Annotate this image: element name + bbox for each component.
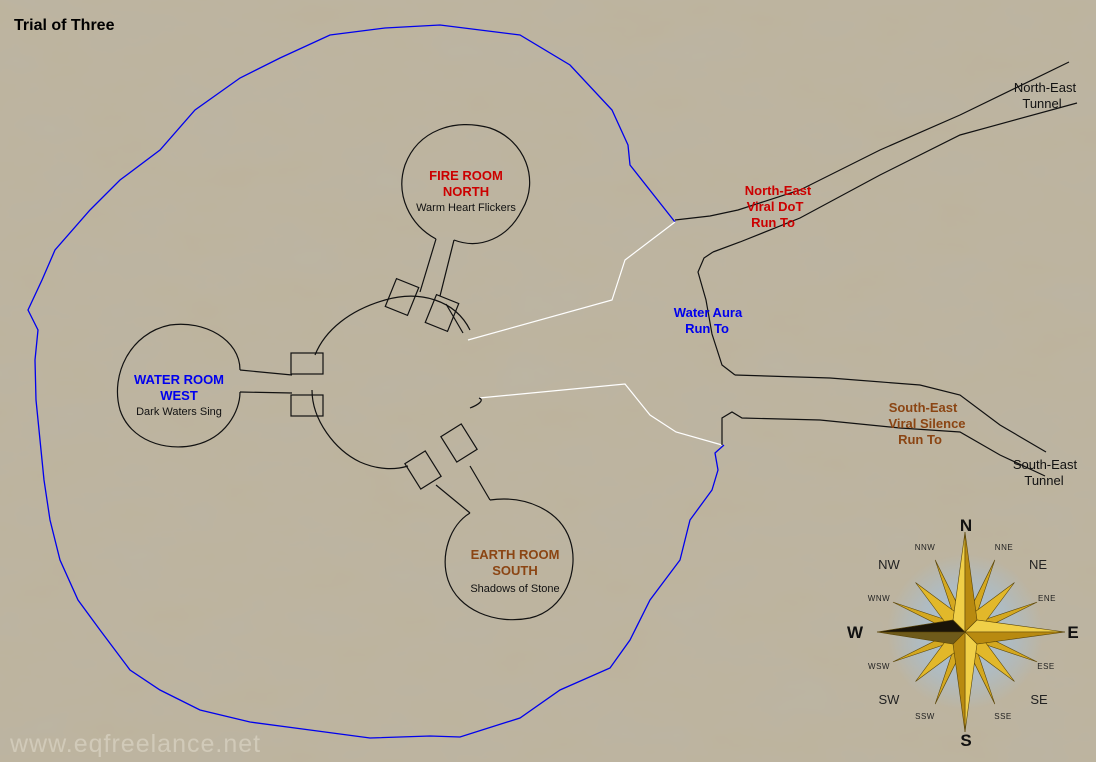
northeast-marker-line3: Run To: [751, 215, 795, 230]
northeast-marker-line2: Viral DoT: [747, 199, 804, 214]
compass-nne: NNE: [995, 543, 1013, 552]
water-room-subtitle: Dark Waters Sing: [136, 406, 222, 418]
path-north: [467, 221, 676, 341]
compass-sw: SW: [879, 692, 901, 707]
room-walls: [116, 124, 574, 621]
northeast-tunnel-label: North-East Tunnel: [1014, 80, 1077, 111]
compass-wsw: WSW: [868, 662, 890, 671]
compass-e: E: [1067, 623, 1078, 642]
northeast-marker: North-East Viral DoT Run To: [745, 183, 812, 230]
earth-room-label: EARTH ROOM SOUTH Shadows of Stone: [470, 547, 559, 595]
southeast-marker-line2: Viral Silence: [888, 416, 965, 431]
fire-room-wall: [401, 124, 531, 245]
earth-room-title-2: SOUTH: [492, 563, 538, 578]
door-fire-right: [424, 293, 460, 333]
southeast-marker-line3: Run To: [898, 432, 942, 447]
compass-nw: NW: [878, 557, 900, 572]
southeast-tunnel-line1: South-East: [1013, 457, 1078, 472]
earth-room-title: EARTH ROOM: [471, 547, 560, 562]
water-room-title-2: WEST: [160, 388, 198, 403]
watermark: www.eqfreelance.net: [9, 730, 261, 758]
compass-se: SE: [1030, 692, 1048, 707]
northeast-tunnel-line2: Tunnel: [1022, 96, 1061, 111]
northeast-tunnel-line1: North-East: [1014, 80, 1077, 95]
earth-room-subtitle: Shadows of Stone: [470, 583, 559, 595]
fire-room-subtitle: Warm Heart Flickers: [416, 202, 516, 214]
compass-wnw: WNW: [868, 594, 890, 603]
compass-n: N: [960, 516, 972, 535]
southeast-marker-line1: South-East: [889, 400, 958, 415]
water-aura-line1: Water Aura: [674, 305, 743, 320]
compass-ne: NE: [1029, 557, 1047, 572]
water-room-label: WATER ROOM WEST Dark Waters Sing: [134, 372, 224, 418]
compass-ssw: SSW: [915, 712, 935, 721]
compass-nnw: NNW: [915, 543, 936, 552]
compass-ene: ENE: [1038, 594, 1056, 603]
compass-star-icon: [876, 531, 1066, 733]
water-aura-marker: Water Aura Run To: [674, 305, 743, 336]
map-title: Trial of Three: [14, 17, 115, 34]
central-hub: [311, 295, 482, 470]
door-fire-left: [384, 277, 420, 317]
southeast-tunnel-line2: Tunnel: [1024, 473, 1063, 488]
water-room-wall: [116, 323, 241, 448]
door-earth-right: [440, 423, 478, 463]
fire-room-title-2: NORTH: [443, 184, 489, 199]
compass-sse: SSE: [994, 712, 1012, 721]
door-earth-left: [404, 450, 442, 490]
zone-boundary: [27, 24, 725, 739]
door-water-top: [290, 352, 324, 375]
compass-rose: N S E W NE NW SE SW NNE NNW ENE WNW ESE …: [847, 516, 1079, 750]
path-south: [478, 383, 723, 446]
compass-ese: ESE: [1037, 662, 1055, 671]
northeast-marker-line1: North-East: [745, 183, 812, 198]
earth-room-wall: [444, 498, 574, 621]
water-aura-line2: Run To: [685, 321, 729, 336]
southeast-marker: South-East Viral Silence Run To: [888, 400, 965, 447]
fire-room-label: FIRE ROOM NORTH Warm Heart Flickers: [416, 168, 516, 214]
southeast-tunnel-label: South-East Tunnel: [1013, 457, 1078, 488]
water-room-title: WATER ROOM: [134, 372, 224, 387]
fire-room-title: FIRE ROOM: [429, 168, 503, 183]
compass-s: S: [960, 731, 971, 750]
door-water-bottom: [290, 394, 324, 417]
compass-w: W: [847, 623, 864, 642]
tunnel-walls: [674, 61, 1078, 477]
